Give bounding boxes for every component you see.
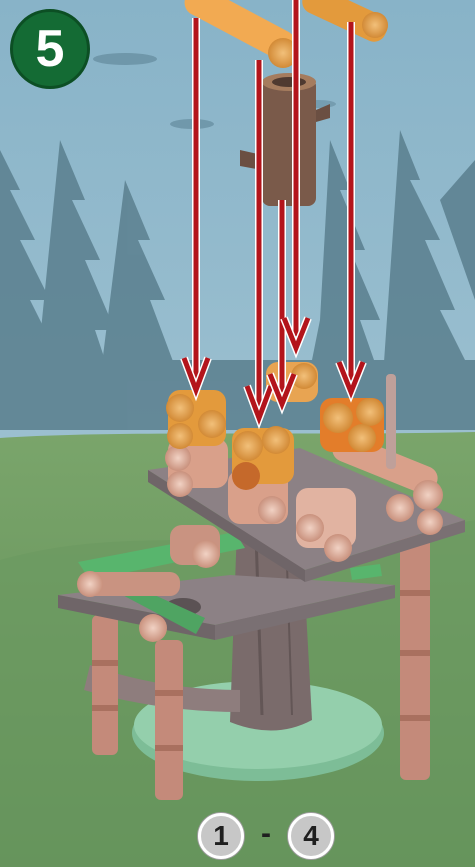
lower-legs <box>92 615 183 800</box>
cloud <box>93 53 157 65</box>
range-start-number: 1 <box>213 820 229 851</box>
range-end-number: 4 <box>303 820 319 851</box>
down-arrow-icon <box>180 0 367 430</box>
piece-range-indicator: 1 - 4 <box>198 810 334 862</box>
upper-legs <box>400 535 430 780</box>
lower-logs <box>77 525 220 642</box>
step-number: 5 <box>35 20 65 78</box>
step-number-badge: 5 <box>10 9 90 89</box>
floating-logs <box>184 0 388 206</box>
range-end-badge: 4 <box>288 813 334 859</box>
range-separator: - <box>261 817 271 850</box>
range-start-badge: 1 <box>198 813 244 859</box>
